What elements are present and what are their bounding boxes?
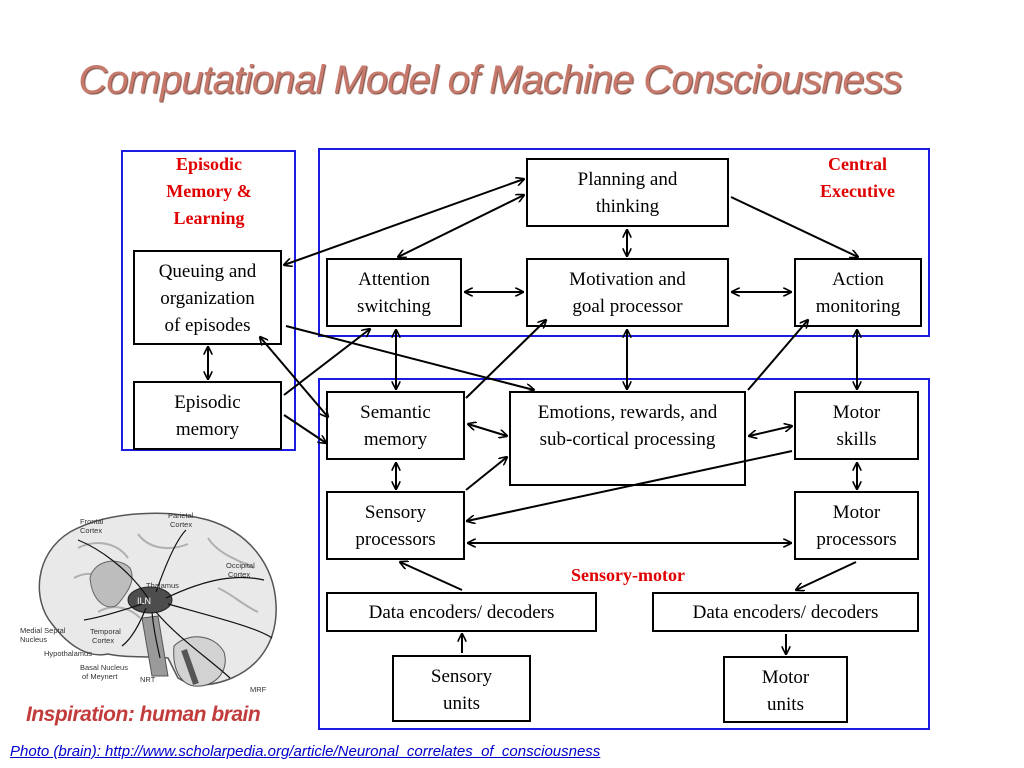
svg-text:Cortex: Cortex bbox=[92, 636, 114, 645]
sensory-units-box: Sensory units bbox=[392, 655, 531, 722]
brain-label-basal: Basal Nucleus bbox=[80, 663, 128, 672]
brain-label-thalamus: Thalamus bbox=[146, 581, 179, 590]
attention-box: Attention switching bbox=[326, 258, 462, 327]
brain-label-parietal: Parietal bbox=[168, 511, 194, 520]
inspiration-caption: Inspiration: human brain bbox=[26, 703, 261, 726]
brain-label-mrf: MRF bbox=[250, 685, 267, 694]
brain-label-iln: ILN bbox=[137, 596, 151, 606]
brain-label-frontal: Frontal bbox=[80, 517, 104, 526]
arrow-queuing-semantic bbox=[260, 337, 328, 417]
episodic-group-label: Episodic Memory & Learning bbox=[166, 154, 252, 228]
queuing-box: Queuing and organization of episodes bbox=[133, 250, 282, 345]
svg-text:Cortex: Cortex bbox=[80, 526, 102, 535]
arrow-episodic-semantic bbox=[283, 414, 326, 443]
arrow-semantic-emotions bbox=[468, 424, 507, 436]
brain-label-nrt: NRT bbox=[140, 675, 156, 684]
svg-text:Cortex: Cortex bbox=[228, 570, 250, 579]
arrow-encoder-sensory bbox=[400, 562, 463, 591]
motor-processors-box: Motor processors bbox=[794, 491, 919, 560]
action-monitoring-box: Action monitoring bbox=[794, 258, 922, 327]
arrow-motor-encoder bbox=[796, 561, 857, 590]
arrow-emotions-motor-skills bbox=[749, 426, 792, 436]
arrow-queuing-planning bbox=[284, 179, 524, 265]
sensory-motor-label: Sensory-motor bbox=[571, 565, 685, 585]
brain-label-medial-septal: Medial Septal bbox=[20, 626, 66, 635]
episodic-memory-group bbox=[121, 150, 296, 451]
brain-label-occipital: Occipital bbox=[226, 561, 255, 570]
svg-text:Cortex: Cortex bbox=[170, 520, 192, 529]
arrow-queuing-emotions bbox=[285, 325, 534, 390]
sensory-processors-box: Sensory processors bbox=[326, 491, 465, 560]
semantic-memory-box: Semantic memory bbox=[326, 391, 465, 460]
central-executive-label: Central Executive bbox=[820, 154, 895, 201]
motivation-box: Motivation and goal processor bbox=[526, 258, 729, 327]
arrow-motor-skills-sensory bbox=[467, 450, 793, 521]
arrow-attention-planning bbox=[398, 195, 524, 257]
arrow-emotions-action bbox=[747, 320, 808, 391]
human-brain-illustration: ILN Frontal Cortex Parietal Cortex Occip… bbox=[20, 511, 277, 694]
data-encoders-right-box: Data encoders/ decoders bbox=[652, 592, 919, 632]
svg-text:Nucleus: Nucleus bbox=[20, 635, 47, 644]
motor-skills-box: Motor skills bbox=[794, 391, 919, 460]
arrow-semantic-motivation bbox=[465, 320, 546, 399]
arrow-planning-action bbox=[730, 196, 858, 257]
brain-label-hypothalamus: Hypothalamus bbox=[44, 649, 92, 658]
episodic-memory-box: Episodic memory bbox=[133, 381, 282, 450]
svg-text:of Meynert: of Meynert bbox=[82, 672, 118, 681]
planning-box: Planning and thinking bbox=[526, 158, 729, 227]
motor-units-box: Motor units bbox=[723, 656, 848, 723]
photo-credit-link[interactable]: Photo (brain): http://www.scholarpedia.o… bbox=[10, 743, 601, 760]
emotions-box: Emotions, rewards, and sub-cortical proc… bbox=[509, 391, 746, 486]
arrow-episodic-attention bbox=[283, 329, 370, 396]
data-encoders-left-box: Data encoders/ decoders bbox=[326, 592, 597, 632]
page-title: Computational Model of Machine Conscious… bbox=[78, 58, 902, 102]
arrow-sensory-emotions bbox=[465, 457, 507, 491]
brain-label-temporal: Temporal bbox=[90, 627, 121, 636]
